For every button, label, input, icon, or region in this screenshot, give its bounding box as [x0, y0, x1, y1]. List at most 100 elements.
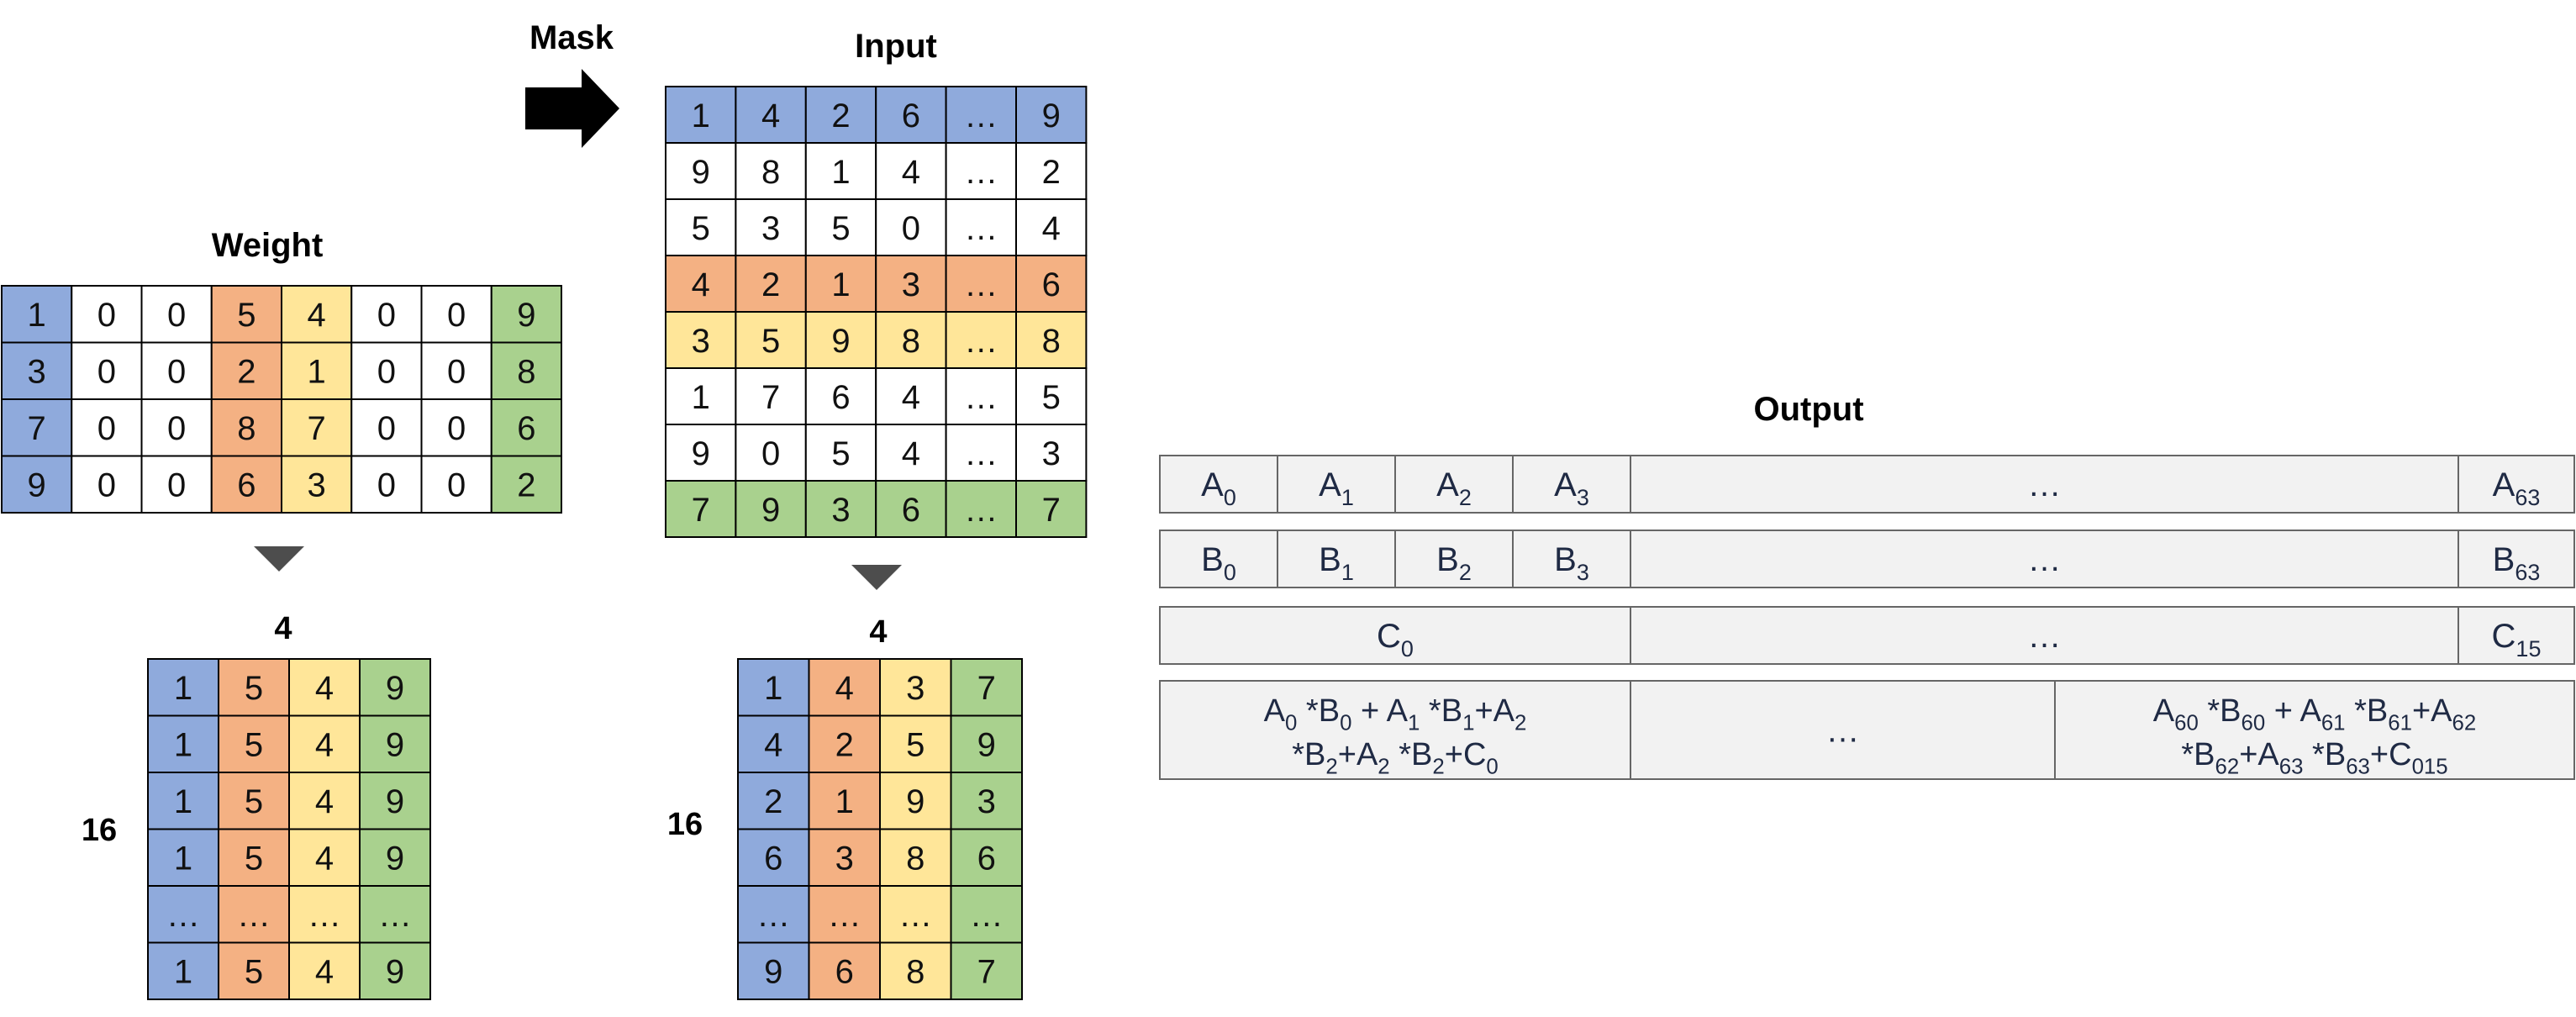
output-a-row-cell [1159, 455, 1278, 514]
input-cell-value: 9 [692, 435, 710, 472]
input-cell [875, 480, 947, 538]
output-sum-left-line1: A0 *B0 + A1 *B1+A2 [1264, 693, 1527, 735]
input-cell-value: 7 [1042, 492, 1061, 529]
compressed-input-cell [808, 885, 881, 944]
output-a-row-cell [1630, 455, 2459, 514]
weight-cell [350, 285, 423, 344]
output-b-row-cell [1630, 530, 2459, 588]
input-cell-value: 6 [902, 97, 920, 134]
subscript: 1 [1408, 712, 1420, 735]
compressed-input-cell [879, 772, 952, 830]
input-cell-value: 2 [831, 97, 850, 134]
term: *B [2303, 737, 2346, 772]
term: +C [2370, 737, 2412, 772]
compressed-input-cell-value: 2 [764, 783, 782, 820]
input-cell-value: 3 [692, 323, 710, 360]
output-sum-right-line1: A60 *B60 + A61 *B61+A62 [2153, 693, 2477, 735]
input-cell-value: 2 [761, 266, 780, 303]
compressed-input-cell [879, 828, 952, 887]
weight-cell-value: 7 [28, 410, 46, 447]
compressed-weight-cell-value: 4 [315, 783, 334, 820]
compressed-input-cell [808, 941, 881, 1000]
output-c-row-cell [1159, 606, 1631, 665]
subscript: 2 [1459, 560, 1472, 585]
compressed-weight-cell-value: 1 [174, 783, 192, 820]
term: *B [1390, 737, 1433, 772]
weight-cell-value: 5 [237, 297, 255, 334]
compressed-input-cell-value: 1 [764, 670, 782, 707]
input-cell [945, 480, 1017, 538]
weight-cell [1, 398, 73, 457]
input-cell [875, 86, 947, 144]
weight-cell [1, 285, 73, 344]
weight-cell-value: 0 [167, 467, 186, 504]
weight-cell-value: 1 [28, 297, 46, 334]
input-cell-value: … [964, 323, 998, 360]
output-b-row-cell-label: B2 [1436, 541, 1472, 585]
subscript: 60 [2174, 712, 2199, 735]
output-b-row-cell-label: B0 [1201, 541, 1236, 585]
input-cell-value: 1 [692, 379, 710, 416]
weight-cell [490, 455, 562, 514]
input-cell-value: 8 [1042, 323, 1061, 360]
term: … [2028, 466, 2062, 503]
compressed-weight-cell [359, 885, 431, 944]
subscript: 15 [2515, 636, 2541, 661]
input-cell [665, 480, 737, 538]
compressed-weight-cell-value: 9 [386, 954, 404, 991]
compressed-weight-cell [288, 941, 361, 1000]
compressed-weight-cell-value: 4 [315, 727, 334, 764]
input-cell-value: 0 [761, 435, 780, 472]
subscript: 0 [1224, 560, 1236, 585]
output-b-row-cell [1277, 530, 1396, 588]
subscript: 61 [2388, 712, 2412, 735]
weight-cell-value: 0 [447, 410, 466, 447]
input-cell [735, 367, 807, 425]
input-cell-value: 4 [902, 435, 920, 472]
output-a-row-cell-label: A3 [1554, 466, 1589, 510]
compressed-input-cell-value: … [970, 897, 1004, 934]
term: A [1436, 466, 1459, 503]
subscript: 61 [2321, 712, 2346, 735]
weight-cell [490, 341, 562, 400]
weight-cell-value: 0 [97, 467, 116, 504]
compressed-input-cell-value: 5 [906, 727, 925, 764]
weight-cell-value: 9 [517, 297, 535, 334]
compressed-input-cell-value: 9 [977, 727, 996, 764]
term: C [1377, 618, 1401, 655]
input-cell-value: 5 [692, 210, 710, 247]
output-c-row-cell-label: C0 [1377, 618, 1414, 661]
input-cell [665, 255, 737, 313]
subscript: 0 [1224, 485, 1236, 510]
output-a-row-cell-label: A63 [2493, 466, 2541, 510]
term: *B [2199, 693, 2241, 729]
weight-cell [420, 398, 493, 457]
input-cell [875, 424, 947, 482]
input-cell-value: 4 [761, 97, 780, 134]
weight-cell [140, 455, 213, 514]
subscript: 62 [2452, 712, 2477, 735]
subscript: 62 [2215, 756, 2239, 779]
term: *B [1297, 693, 1340, 729]
compressed-input-cell [879, 941, 952, 1000]
input-cell-value: 3 [831, 492, 850, 529]
term: B [1319, 541, 1341, 578]
weight-cell-value: 0 [377, 354, 396, 391]
compressed-input-cell-value: 6 [764, 840, 782, 877]
subscript: 0 [1340, 712, 1351, 735]
term: + A [2265, 693, 2321, 729]
input-cell [945, 311, 1017, 369]
term: *B [2181, 737, 2215, 772]
input-cell [1015, 367, 1088, 425]
down-arrow-icon [254, 546, 304, 572]
down-arrow-icon [851, 565, 902, 590]
compressed-input-cell-value: 6 [835, 954, 854, 991]
compressed-weight-cell-value: 5 [245, 670, 263, 707]
compressed-weight-cell-value: 5 [245, 727, 263, 764]
input-cell [665, 424, 737, 482]
term: A [2493, 466, 2515, 503]
weight-cell-value: 0 [167, 354, 186, 391]
subscript: 2 [1325, 756, 1337, 779]
input-cell [1015, 480, 1088, 538]
